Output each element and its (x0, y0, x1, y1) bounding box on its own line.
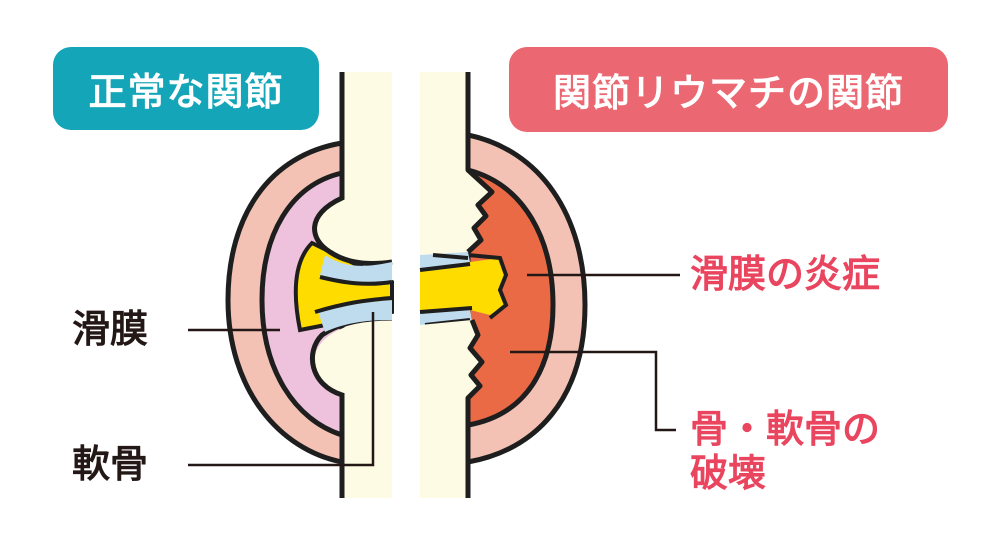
leader-destruction (510, 350, 676, 432)
title-normal-joint: 正常な関節 (53, 47, 319, 130)
label-destruction-line2: 破壊 (690, 450, 767, 495)
normal-joint-illustration (225, 72, 394, 498)
title-ra-joint: 関節リウマチの関節 (509, 47, 948, 132)
label-cartilage: 軟骨 (72, 442, 149, 486)
ra-joint-illustration (419, 72, 588, 498)
leader-lines (188, 273, 680, 467)
ra-upper-bone (420, 72, 490, 255)
normal-upper-cartilage (320, 255, 392, 284)
label-synovium: 滑膜 (72, 307, 149, 351)
leader-cartilage (188, 312, 375, 467)
ra-joint-fluid (420, 258, 505, 315)
label-synovitis: 滑膜の炎症 (690, 252, 881, 296)
ra-inflamed-synovium (465, 167, 556, 428)
label-destruction-line1: 骨・軟骨の (690, 407, 881, 451)
title-ra-joint-text: 関節リウマチの関節 (552, 71, 904, 115)
title-normal-joint-text: 正常な関節 (88, 70, 284, 114)
normal-upper-bone (314, 72, 392, 266)
label-destruction: 骨・軟骨の 破壊 (690, 407, 881, 495)
